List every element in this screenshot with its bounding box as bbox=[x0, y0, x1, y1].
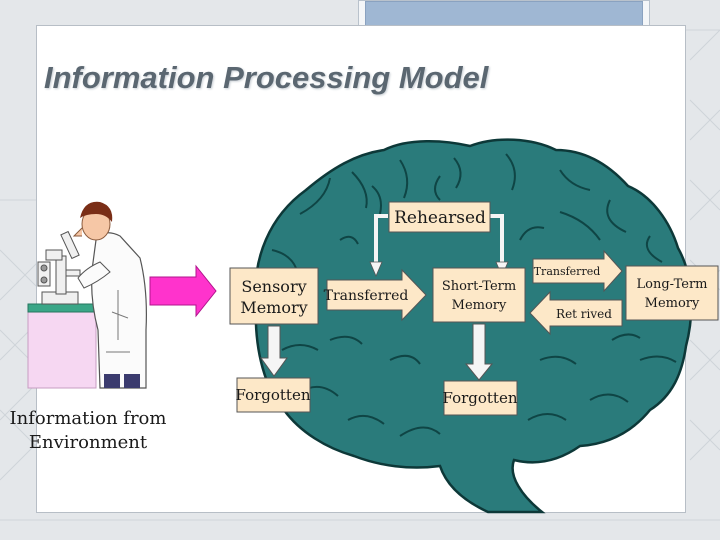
long-term-memory-line1: Long-Term bbox=[637, 277, 708, 292]
sensory-forgotten-arrow bbox=[260, 325, 288, 377]
retrieved-label: Ret rived bbox=[556, 307, 612, 321]
transferred-label-2: Transferred bbox=[534, 265, 601, 278]
source-label-line2: Environment bbox=[29, 432, 148, 453]
sensory-memory-line2: Memory bbox=[240, 298, 307, 317]
sensory-memory-line1: Sensory bbox=[241, 277, 306, 296]
long-term-memory-box bbox=[625, 265, 719, 321]
short-term-memory-box bbox=[432, 267, 526, 323]
short-term-memory-line2: Memory bbox=[452, 298, 507, 313]
source-label-line1: Information from bbox=[10, 408, 167, 429]
forgotten-label-1: Forgotten bbox=[235, 386, 310, 404]
forgotten-box-1 bbox=[236, 377, 311, 413]
transferred-arrow-2 bbox=[532, 249, 623, 293]
rehearsed-label: Rehearsed bbox=[394, 208, 486, 228]
scientist-illustration bbox=[27, 201, 147, 389]
transferred-arrow-1 bbox=[326, 268, 427, 322]
transferred-label-1: Transferred bbox=[324, 288, 409, 304]
forgotten-box-2 bbox=[443, 380, 518, 416]
forgotten-label-2: Forgotten bbox=[442, 389, 517, 407]
long-term-memory-line2: Memory bbox=[645, 296, 700, 311]
input-arrow bbox=[149, 264, 217, 318]
short-term-forgotten-arrow bbox=[464, 323, 494, 381]
sensory-memory-box bbox=[229, 267, 319, 325]
slide-title: Information Processing Model bbox=[44, 60, 489, 95]
rehearsed-box bbox=[388, 201, 491, 233]
retrieved-arrow bbox=[529, 290, 623, 336]
short-term-memory-line1: Short-Term bbox=[442, 279, 516, 294]
rehearsal-loop bbox=[374, 214, 504, 266]
